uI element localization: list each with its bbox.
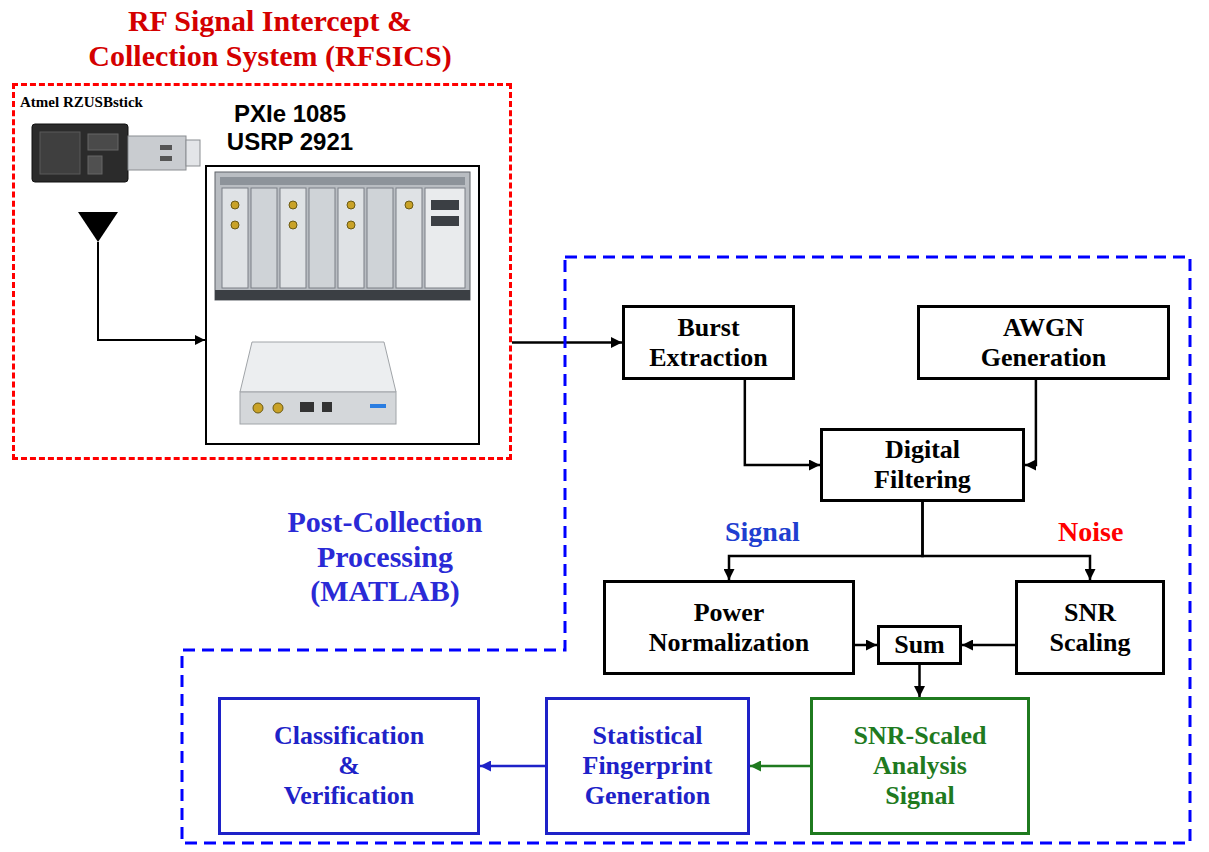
box-label: Power Normalization — [629, 598, 829, 658]
collection-region: RF Signal Intercept & Collection System … — [12, 0, 512, 460]
flow-arrow — [855, 644, 877, 647]
equipment-frame — [205, 165, 480, 445]
box-label: Statistical Fingerprint Generation — [563, 721, 733, 811]
port — [300, 402, 314, 412]
region-title: Post-Collection Processing (MATLAB) — [270, 505, 500, 609]
analysis-box: Statistical Fingerprint Generation — [545, 697, 750, 835]
processing-region: Post-Collection Processing (MATLAB) Burst… — [180, 255, 1192, 845]
usrp-picture — [240, 342, 396, 424]
flow-arrow — [750, 765, 810, 768]
process-box: Burst Extraction — [622, 305, 795, 380]
box-label: SNR Scaling — [1035, 598, 1145, 658]
flow-arrow — [512, 341, 622, 344]
pxie-chassis-picture — [215, 172, 470, 300]
branch-label: Signal — [725, 516, 800, 548]
chassis-module — [338, 188, 364, 288]
led — [370, 404, 386, 408]
usb-chip — [88, 134, 118, 150]
dashed-border-line — [182, 257, 1190, 843]
summing-box: Sum — [877, 625, 962, 665]
port — [431, 216, 459, 226]
flow-arrow — [745, 380, 820, 465]
flow-arrow — [1025, 380, 1036, 465]
region-title: RF Signal Intercept & Collection System … — [60, 4, 480, 73]
process-box: AWGN Generation — [917, 305, 1170, 380]
usb-chip — [88, 156, 102, 174]
connector — [273, 403, 283, 413]
chassis-controller — [425, 188, 465, 288]
box-label: AWGN Generation — [959, 313, 1129, 373]
usrp-top — [240, 342, 396, 392]
branch-label: Noise — [1058, 516, 1123, 548]
process-box: SNR Scaling — [1015, 580, 1165, 675]
usb-board — [32, 124, 128, 182]
box-label: Classification & Verification — [272, 721, 427, 811]
output-signal-box: SNR-Scaled Analysis Signal — [810, 697, 1030, 835]
usb-stick-picture — [32, 124, 200, 182]
connector — [405, 201, 413, 209]
box-label: Burst Extraction — [634, 313, 784, 373]
usb-plug-tip — [186, 140, 200, 166]
connector — [231, 221, 239, 229]
usrp-front — [240, 392, 396, 424]
usb-plug-hole — [160, 156, 172, 161]
connector — [289, 201, 297, 209]
chassis-module — [396, 188, 422, 288]
usb-plug-hole — [160, 145, 172, 150]
connector — [347, 221, 355, 229]
box-label: Sum — [894, 630, 945, 660]
usb-plug — [128, 136, 186, 170]
chassis-body — [215, 172, 470, 300]
connector — [289, 221, 297, 229]
chassis-module — [280, 188, 306, 288]
chassis-rail — [220, 177, 465, 185]
antenna-wire — [98, 242, 205, 340]
chassis-module — [251, 188, 277, 288]
chassis-module — [367, 188, 393, 288]
device-label: Atmel RZUSBstick — [20, 94, 143, 111]
antenna-head — [78, 212, 118, 242]
antenna-symbol — [78, 212, 205, 340]
process-box: Power Normalization — [603, 580, 855, 675]
chassis-base — [215, 290, 470, 300]
connector — [347, 201, 355, 209]
usb-chip — [40, 132, 80, 174]
port — [322, 402, 332, 412]
chassis-module — [309, 188, 335, 288]
connector — [253, 403, 263, 413]
process-box: Digital Filtering — [820, 428, 1025, 502]
connector — [231, 201, 239, 209]
hardware-box: PXIe 1085 USRP 2921 — [205, 96, 480, 445]
chassis-module — [222, 188, 248, 288]
analysis-box: Classification & Verification — [218, 697, 480, 835]
flow-arrow — [918, 665, 921, 697]
port — [431, 200, 459, 210]
box-label: SNR-Scaled Analysis Signal — [845, 721, 995, 811]
flow-arrow — [962, 644, 1015, 647]
flow-arrow — [480, 765, 545, 768]
box-label: Digital Filtering — [853, 435, 993, 495]
region-title: PXIe 1085 USRP 2921 — [215, 100, 365, 155]
